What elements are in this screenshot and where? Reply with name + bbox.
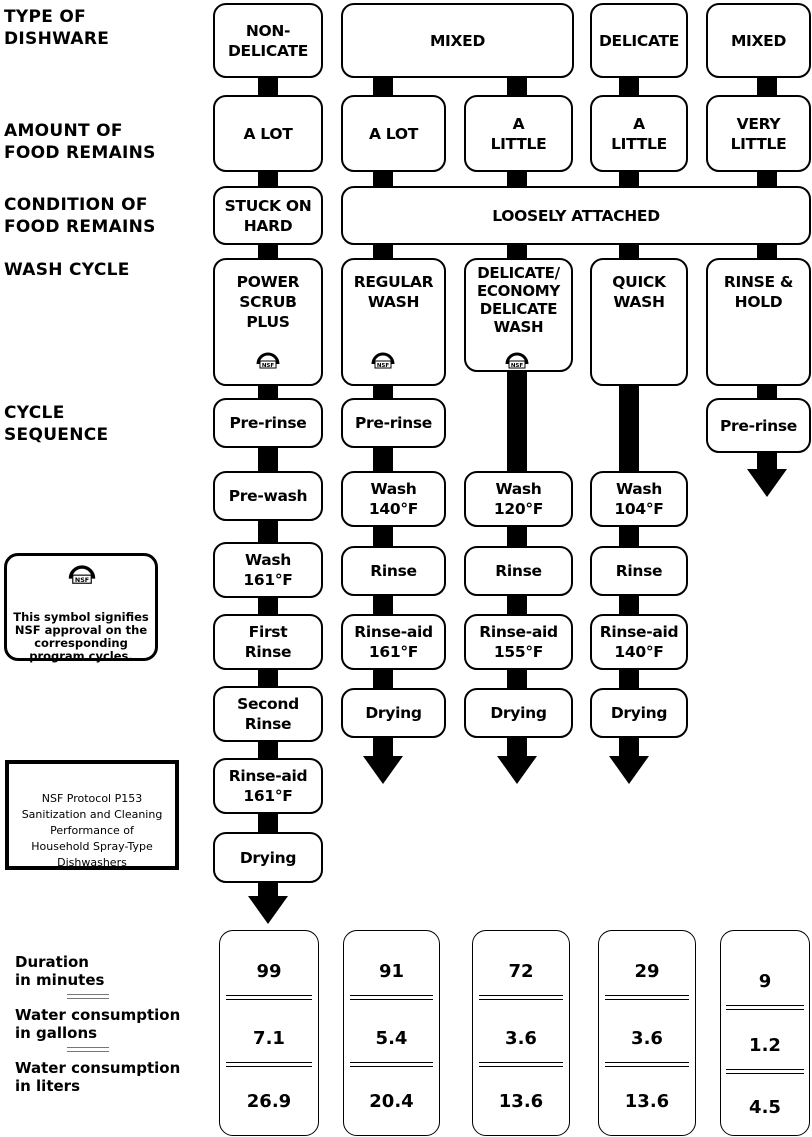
step-pre-rinse: Pre-rinse <box>341 398 446 448</box>
cycle-rinse-and-hold: RINSE & HOLD <box>706 258 811 386</box>
duration-value: 29 <box>634 961 660 982</box>
cycle-quick-wash: QUICK WASH <box>590 258 688 386</box>
duration-value: 91 <box>378 961 405 982</box>
stat-label-divider <box>67 1047 109 1052</box>
stats-card-quick-wash: 29 3.6 13.6 <box>598 930 696 1136</box>
stat-label-liters: Water consumption in liters <box>15 1059 181 1095</box>
step-drying: Drying <box>464 688 573 738</box>
duration-value: 72 <box>508 961 534 982</box>
step-pre-rinse: Pre-rinse <box>213 398 323 448</box>
nsf-legend-text: This symbol signifies NSF approval on th… <box>13 610 149 663</box>
gallons-value: 3.6 <box>505 1028 537 1049</box>
stat-divider <box>225 995 313 1000</box>
amount-a-lot-2: A LOT <box>341 95 446 172</box>
stat-divider <box>604 1062 690 1067</box>
stat-divider <box>604 995 690 1000</box>
arrow-down-column-2 <box>363 756 403 784</box>
dishware-delicate: DELICATE <box>590 3 688 78</box>
nsf-protocol-text: NSF Protocol P153 Sanitization and Clean… <box>21 792 163 869</box>
step-second-rinse: Second Rinse <box>213 686 323 742</box>
svg-text:NSF: NSF <box>377 363 390 369</box>
duration-value: 99 <box>256 961 282 982</box>
nsf-protocol-note: NSF Protocol P153 Sanitization and Clean… <box>5 760 179 870</box>
label-wash-cycle: WASH CYCLE <box>4 260 130 280</box>
step-first-rinse: First Rinse <box>213 614 323 670</box>
cycle-power-scrub-plus-label: POWER SCRUB PLUS <box>236 273 300 331</box>
cycle-quick-wash-label: QUICK WASH <box>612 273 666 311</box>
cycle-rinse-and-hold-label: RINSE & HOLD <box>723 273 794 311</box>
stat-divider <box>726 1069 804 1074</box>
stat-divider <box>349 995 434 1000</box>
amount-a-little-1: A LITTLE <box>464 95 573 172</box>
svg-text:NSF: NSF <box>511 363 524 369</box>
step-wash: Wash 104°F <box>590 471 688 527</box>
step-rinse-aid: Rinse-aid 140°F <box>590 614 688 670</box>
amount-a-lot-1: A LOT <box>213 95 323 172</box>
duration-value: 9 <box>758 971 772 992</box>
arrow-down-column-5 <box>747 469 787 497</box>
stat-label-duration: Duration in minutes <box>15 953 105 989</box>
nsf-symbol-icon: NSF <box>256 352 280 369</box>
svg-text:NSF: NSF <box>262 363 275 369</box>
arrow-down-column-3 <box>497 756 537 784</box>
cycle-delicate-economy-label: DELICATE/ ECONOMY DELICATE WASH <box>476 264 560 336</box>
nsf-symbol-icon: NSF <box>68 565 96 584</box>
stats-card-rinse-and-hold: 9 1.2 4.5 <box>720 930 810 1136</box>
cycle-regular-wash: REGULAR WASH <box>341 258 446 386</box>
step-drying: Drying <box>341 688 446 738</box>
gallons-value: 7.1 <box>253 1028 285 1049</box>
gallons-value: 3.6 <box>631 1028 663 1049</box>
nsf-symbol-icon: NSF <box>505 352 529 369</box>
step-rinse: Rinse <box>341 546 446 596</box>
label-cycle-sequence: CYCLE SEQUENCE <box>4 403 109 445</box>
stat-divider <box>349 1062 434 1067</box>
gallons-value: 1.2 <box>749 1035 781 1056</box>
stat-label-gallons: Water consumption in gallons <box>15 1006 181 1042</box>
step-rinse: Rinse <box>464 546 573 596</box>
dishware-non-delicate: NON- DELICATE <box>213 3 323 78</box>
step-wash: Wash 161°F <box>213 542 323 598</box>
condition-stuck-on-hard: STUCK ON HARD <box>213 186 323 245</box>
nsf-legend: This symbol signifies NSF approval on th… <box>4 553 158 663</box>
label-condition-of-food: CONDITION OF FOOD REMAINS <box>4 195 156 237</box>
step-wash: Wash 120°F <box>464 471 573 527</box>
label-amount-of-food: AMOUNT OF FOOD REMAINS <box>4 121 156 163</box>
gallons-value: 5.4 <box>375 1028 408 1049</box>
amount-a-little-2: A LITTLE <box>590 95 688 172</box>
condition-loosely-attached: LOOSELY ATTACHED <box>341 186 811 245</box>
step-drying: Drying <box>213 832 323 883</box>
step-rinse-aid: Rinse-aid 155°F <box>464 614 573 670</box>
cycle-regular-wash-label: REGULAR WASH <box>353 273 434 311</box>
liters-value: 20.4 <box>369 1091 414 1112</box>
stat-divider <box>225 1062 313 1067</box>
stat-label-divider <box>67 994 109 999</box>
stats-card-delicate-economy: 72 3.6 13.6 <box>472 930 570 1136</box>
stat-divider <box>478 1062 564 1067</box>
stats-card-power-scrub-plus: 99 7.1 26.9 <box>219 930 319 1136</box>
label-type-of-dishware: TYPE OF DISHWARE <box>4 7 110 49</box>
step-drying: Drying <box>590 688 688 738</box>
nsf-symbol-icon: NSF <box>371 352 395 369</box>
dishware-mixed: MIXED <box>341 3 574 78</box>
step-wash: Wash 140°F <box>341 471 446 527</box>
liters-value: 4.5 <box>749 1097 781 1118</box>
liters-value: 13.6 <box>498 1091 544 1112</box>
stats-card-regular-wash: 91 5.4 20.4 <box>343 930 440 1136</box>
arrow-down-column-1 <box>248 896 288 924</box>
liters-value: 13.6 <box>624 1091 670 1112</box>
dishware-mixed-2: MIXED <box>706 3 811 78</box>
liters-value: 26.9 <box>246 1091 292 1112</box>
step-pre-rinse: Pre-rinse <box>706 398 811 453</box>
stat-divider <box>478 995 564 1000</box>
step-rinse-aid: Rinse-aid 161°F <box>341 614 446 670</box>
svg-text:NSF: NSF <box>75 577 89 584</box>
step-rinse: Rinse <box>590 546 688 596</box>
amount-very-little: VERY LITTLE <box>706 95 811 172</box>
step-rinse-aid: Rinse-aid 161°F <box>213 758 323 814</box>
arrow-down-column-4 <box>609 756 649 784</box>
stat-divider <box>726 1005 804 1010</box>
step-pre-wash: Pre-wash <box>213 471 323 521</box>
